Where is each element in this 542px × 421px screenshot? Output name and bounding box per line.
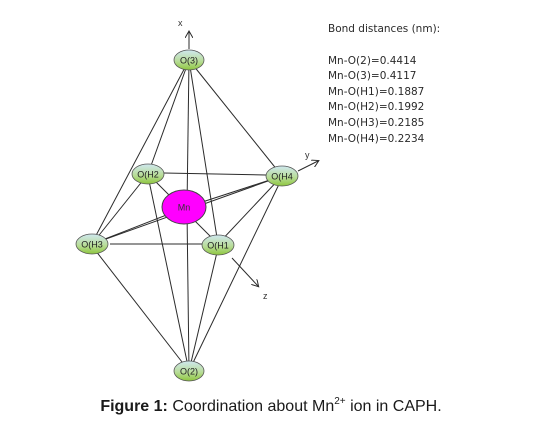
- figure-caption-text: Coordination about Mn: [172, 398, 335, 415]
- atom-oh3: O(H3: [75, 233, 109, 255]
- figure-caption-label: Figure 1:: [100, 398, 168, 415]
- y-axis-arrow: [297, 161, 318, 172]
- y-axis-label: y: [305, 150, 310, 160]
- bond-distance-line: Mn-O(H1)=0.1887: [328, 85, 425, 98]
- atom-oh4-label: O(H4: [271, 172, 293, 182]
- figure-caption: Figure 1: Coordination about Mn2+ ion in…: [0, 396, 542, 416]
- figure-caption-superscript: 2+: [334, 396, 346, 407]
- figure-caption-text-end: ion in CAPH.: [345, 398, 442, 415]
- atom-o3-label: O(3): [180, 56, 198, 66]
- bond-distance-line: Mn-O(H2)=0.1992: [328, 101, 425, 114]
- z-axis-label: z: [263, 291, 268, 301]
- coordination-diagram: x y z O(3) O(H2 O(H4 O(H3 O(H1 O(2) Mn: [75, 18, 542, 382]
- bond-distances-panel: Bond distances (nm): Mn-O(2)=0.4414 Mn-O…: [328, 22, 440, 147]
- axis-arrows: [189, 32, 318, 286]
- bond-distance-line: Mn-O(H3)=0.2185: [328, 116, 425, 129]
- atom-oh2: O(H2: [131, 163, 165, 185]
- atom-mn-label: Mn: [178, 203, 191, 213]
- atom-oh3-label: O(H3: [81, 240, 103, 250]
- atom-o2: O(2): [173, 360, 205, 382]
- atom-oh4: O(H4: [265, 165, 299, 187]
- bond-distance-line: Mn-O(3)=0.4117: [328, 70, 417, 83]
- z-axis-arrow: [231, 257, 258, 286]
- bond-distances-title: Bond distances (nm):: [328, 23, 441, 35]
- bond-distance-line: Mn-O(H4)=0.2234: [328, 132, 425, 145]
- atom-o2-label: O(2): [180, 367, 198, 377]
- atom-mn-center: Mn: [161, 189, 207, 225]
- bond-distance-line: Mn-O(2)=0.4414: [328, 54, 417, 67]
- atom-oh2-label: O(H2: [137, 170, 159, 180]
- atom-oh1: O(H1: [201, 234, 235, 256]
- atom-o3: O(3): [173, 49, 205, 71]
- x-axis-label: x: [178, 18, 183, 28]
- atom-oh1-label: O(H1: [207, 241, 229, 251]
